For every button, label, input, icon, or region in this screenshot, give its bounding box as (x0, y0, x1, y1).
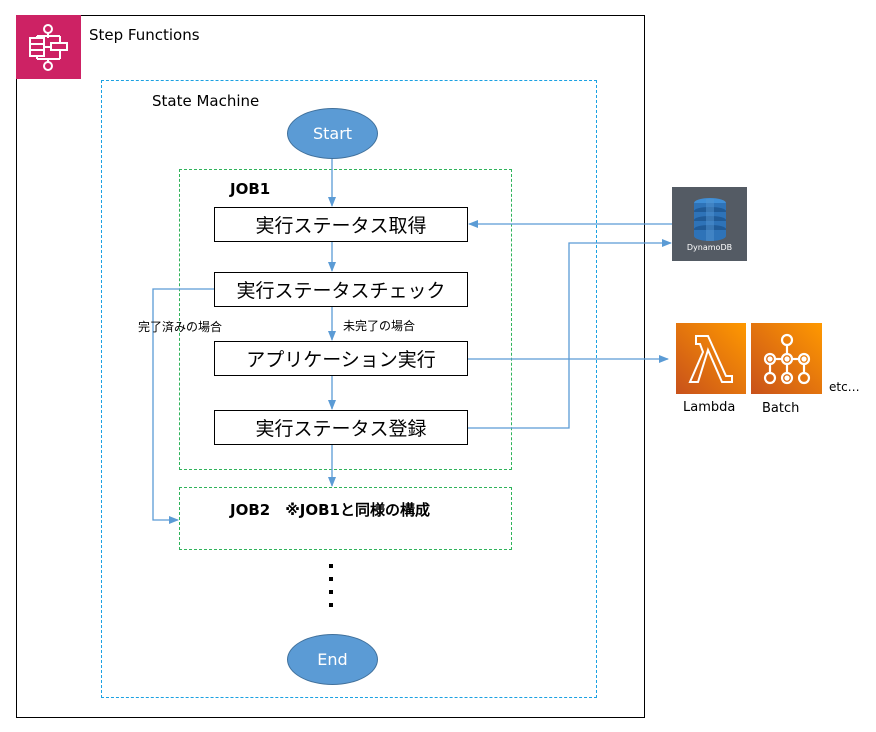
batch-icon (763, 333, 810, 384)
step-register-status: 実行ステータス登録 (214, 410, 468, 445)
end-node: End (287, 634, 378, 685)
dynamodb-icon (693, 197, 726, 241)
branch-label-not-completed: 未完了の場合 (343, 319, 416, 333)
job1-label: JOB1 (230, 180, 271, 198)
step-check-status: 実行ステータスチェック (214, 272, 468, 307)
batch-service (751, 323, 822, 394)
lambda-label: Lambda (683, 400, 736, 415)
lambda-icon (688, 334, 733, 383)
job2-label: JOB2 ※JOB1と同様の構成 (230, 501, 430, 519)
start-node: Start (287, 108, 378, 159)
lambda-service (676, 323, 746, 394)
etc-label: etc… (829, 380, 860, 394)
step-functions-icon (16, 15, 81, 79)
state-machine-title: State Machine (152, 92, 260, 110)
step-functions-title: Step Functions (89, 26, 200, 44)
continuation-dots (329, 564, 335, 610)
batch-label: Batch (762, 401, 800, 416)
dynamodb-label: DynamoDB (686, 242, 733, 252)
step-run-application: アプリケーション実行 (214, 341, 468, 376)
dynamodb-service: DynamoDB (672, 187, 747, 261)
branch-label-completed: 完了済みの場合 (138, 320, 223, 334)
step-get-status: 実行ステータス取得 (214, 207, 468, 242)
